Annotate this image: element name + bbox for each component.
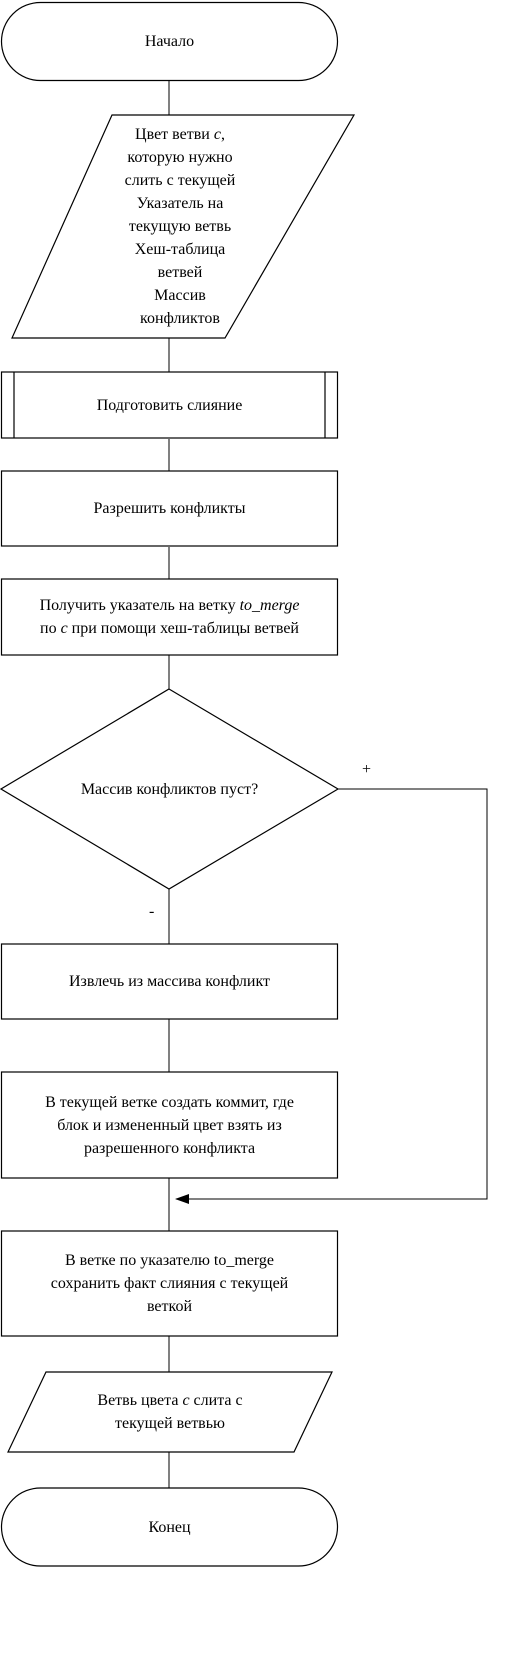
prepare-label: Подготовить слияние [96,396,243,414]
no-branch-label: - [149,903,155,920]
decision-label: Массив конфликтов пуст? [80,780,259,798]
output-parallelogram [7,1371,333,1453]
input-label: Цвет ветви c, которую нужно слить с теку… [124,126,236,327]
extract-label: Извлечь из массива конфликт [68,973,271,990]
get-pointer-label: Получить указатель на ветку to_merge по … [39,597,300,637]
extract-process [0,943,339,1020]
yes-branch-label: + [362,761,372,778]
connectors [168,81,488,1488]
resolve-label: Разрешить конфликты [93,500,246,517]
input-parallelogram [11,114,356,339]
output-label: Ветвь цвета c слита с текущей ветвью [97,1392,243,1432]
get-pointer-process [0,578,339,656]
shapes [0,1,356,1567]
connector-yes-branch [175,788,488,1204]
end-label: Конец [148,1519,191,1536]
resolve-process [0,470,339,547]
end-terminator [0,1487,339,1567]
decision-diamond [0,688,340,890]
save-process [0,1230,339,1337]
prepare-subprocess [0,371,339,439]
start-terminator [0,1,339,82]
commit-process [0,1071,339,1179]
start-label: Начало [144,33,195,50]
commit-label: В текущей ветке создать коммит, где блок… [45,1093,294,1157]
save-label: В ветке по указателю to_merge сохранить … [50,1252,289,1315]
